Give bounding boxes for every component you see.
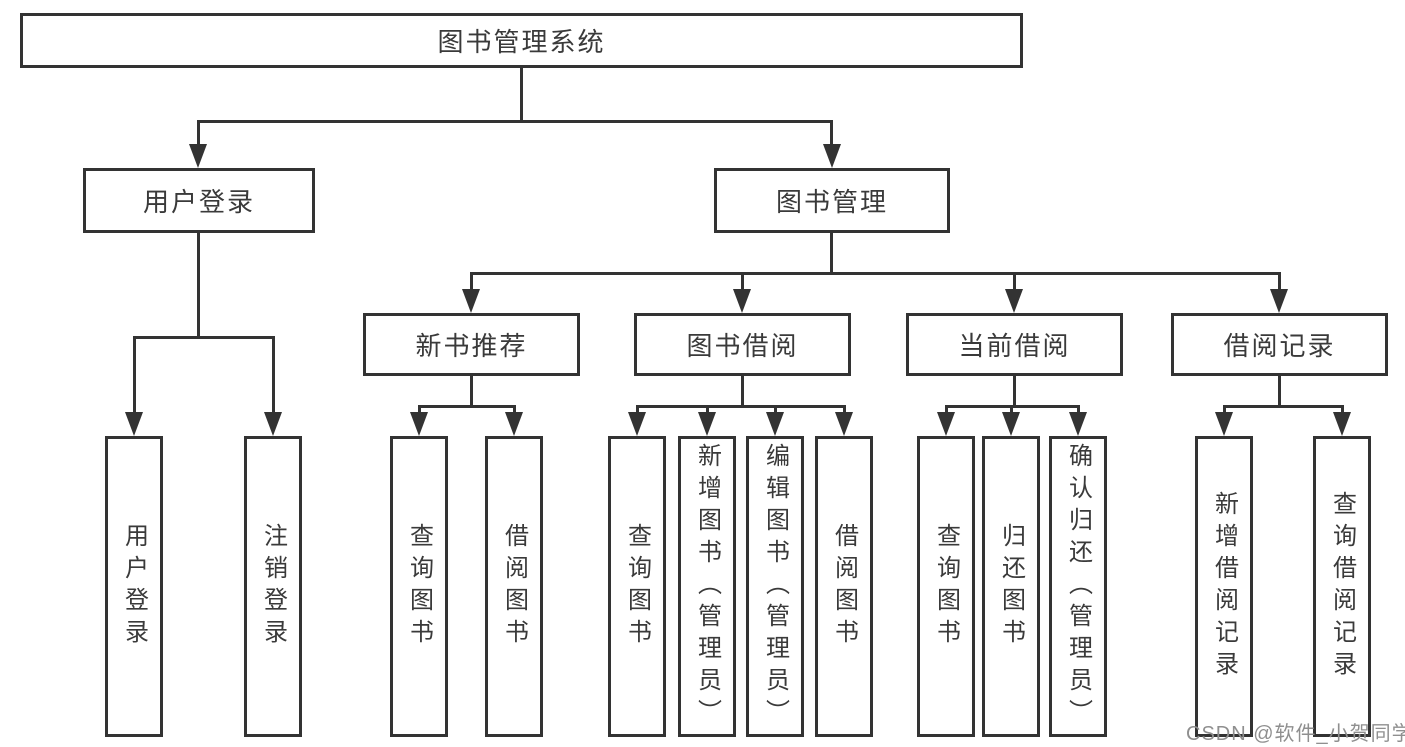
connector-line: [1223, 405, 1344, 408]
connector-line: [1341, 405, 1344, 412]
connector-line: [830, 233, 833, 272]
connector-line: [636, 405, 639, 412]
leaf-borrow-books-1: 借阅图书: [485, 436, 543, 737]
arrow-down-icon: [1002, 412, 1020, 436]
arrow-down-icon: [766, 412, 784, 436]
node-user-login-label: 用户登录: [142, 187, 255, 217]
connector-line: [1013, 272, 1016, 289]
node-book-borrowing: 图书借阅: [634, 313, 851, 376]
connector-line: [1013, 376, 1016, 405]
arrow-down-icon: [937, 412, 955, 436]
node-new-book-recommend-label: 新书推荐: [415, 331, 528, 361]
connector-line: [197, 120, 200, 146]
connector-line: [418, 405, 421, 412]
leaf-query-books-2: 查询图书: [608, 436, 666, 737]
connector-line: [774, 405, 777, 412]
leaf-query-books-3: 查询图书: [917, 436, 975, 737]
arrow-down-icon: [125, 412, 143, 436]
arrow-down-icon: [628, 412, 646, 436]
leaf-query-books-2-label: 查询图书: [623, 522, 651, 651]
connector-line: [133, 336, 136, 412]
leaf-add-book-admin: 新增图书（管理员）: [678, 436, 736, 737]
leaf-borrow-books-2-label: 借阅图书: [830, 522, 858, 651]
leaf-add-borrow-record-label: 新增借阅记录: [1210, 490, 1238, 683]
node-user-login: 用户登录: [83, 168, 315, 233]
node-borrowing-records: 借阅记录: [1171, 313, 1388, 376]
leaf-return-books: 归还图书: [982, 436, 1040, 737]
connector-line: [741, 272, 744, 289]
node-book-management-label: 图书管理: [775, 187, 888, 217]
arrow-down-icon: [264, 412, 282, 436]
connector-line: [706, 405, 709, 412]
connector-line: [636, 405, 846, 408]
arrow-down-icon: [1270, 289, 1288, 313]
leaf-add-borrow-record: 新增借阅记录: [1195, 436, 1253, 737]
node-book-management: 图书管理: [714, 168, 950, 233]
arrow-down-icon: [1005, 289, 1023, 313]
connector-line: [513, 405, 516, 412]
leaf-confirm-return-admin: 确认归还（管理员）: [1049, 436, 1107, 737]
arrow-down-icon: [835, 412, 853, 436]
connector-line: [470, 272, 473, 289]
arrow-down-icon: [462, 289, 480, 313]
leaf-add-book-admin-label: 新增图书（管理员）: [693, 442, 721, 731]
connector-line: [1278, 376, 1281, 405]
leaf-query-books-1: 查询图书: [390, 436, 448, 737]
arrow-down-icon: [823, 144, 841, 168]
connector-line: [197, 120, 833, 123]
connector-line: [830, 120, 833, 146]
leaf-borrow-books-2: 借阅图书: [815, 436, 873, 737]
leaf-query-books-3-label: 查询图书: [932, 522, 960, 651]
arrow-down-icon: [505, 412, 523, 436]
node-current-borrowing-label: 当前借阅: [958, 331, 1071, 361]
node-new-book-recommend: 新书推荐: [363, 313, 580, 376]
arrow-down-icon: [189, 144, 207, 168]
leaf-edit-book-admin: 编辑图书（管理员）: [746, 436, 804, 737]
node-borrowing-records-label: 借阅记录: [1223, 331, 1336, 361]
leaf-user-login-label: 用户登录: [120, 522, 148, 651]
connector-line: [1223, 405, 1226, 412]
watermark: CSDN @软件_小贺同学: [1186, 723, 1405, 745]
connector-line: [1077, 405, 1080, 412]
connector-line: [272, 336, 275, 412]
connector-line: [197, 233, 200, 336]
arrow-down-icon: [1215, 412, 1233, 436]
leaf-query-borrow-record: 查询借阅记录: [1313, 436, 1371, 737]
arrow-down-icon: [1333, 412, 1351, 436]
arrow-down-icon: [1069, 412, 1087, 436]
connector-line: [418, 405, 516, 408]
connector-line: [843, 405, 846, 412]
connector-line: [1278, 272, 1281, 289]
node-current-borrowing: 当前借阅: [906, 313, 1123, 376]
leaf-borrow-books-1-label: 借阅图书: [500, 522, 528, 651]
leaf-logout-label: 注销登录: [259, 522, 287, 651]
connector-line: [945, 405, 948, 412]
leaf-confirm-return-admin-label: 确认归还（管理员）: [1064, 442, 1092, 731]
connector-line: [520, 68, 523, 120]
connector-line: [741, 376, 744, 405]
leaf-return-books-label: 归还图书: [997, 522, 1025, 651]
leaf-logout: 注销登录: [244, 436, 302, 737]
leaf-user-login: 用户登录: [105, 436, 163, 737]
connector-line: [1010, 405, 1013, 412]
arrow-down-icon: [733, 289, 751, 313]
node-root-label: 图书管理系统: [437, 27, 606, 57]
leaf-query-books-1-label: 查询图书: [405, 522, 433, 651]
arrow-down-icon: [410, 412, 428, 436]
connector-line: [470, 272, 1281, 275]
leaf-query-borrow-record-label: 查询借阅记录: [1328, 490, 1356, 683]
leaf-edit-book-admin-label: 编辑图书（管理员）: [761, 442, 789, 731]
connector-line: [470, 376, 473, 405]
node-root: 图书管理系统: [20, 13, 1023, 68]
arrow-down-icon: [698, 412, 716, 436]
node-book-borrowing-label: 图书借阅: [686, 331, 799, 361]
connector-line: [133, 336, 275, 339]
